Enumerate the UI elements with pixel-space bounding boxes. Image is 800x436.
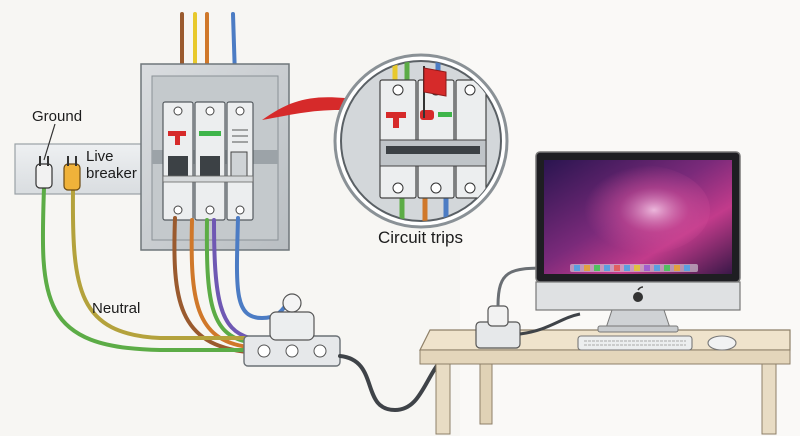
callout-pointer <box>262 97 345 120</box>
zoom-callout-icon <box>333 53 509 229</box>
power-strip-icon <box>243 293 341 367</box>
imac-icon <box>535 151 741 333</box>
live-label-line2: breaker <box>86 165 137 182</box>
circuit-trips-label: Circuit trips <box>378 228 464 247</box>
ground-pointer <box>43 123 56 161</box>
live-label-line1: Live <box>86 148 114 165</box>
neutral-label: Neutral <box>92 300 141 317</box>
mouse-icon <box>707 335 737 351</box>
breaker-panel-icon <box>140 63 290 251</box>
trip-flag-icon <box>423 66 447 118</box>
live-breaker-label: Live breaker <box>86 148 137 182</box>
apple-logo-icon <box>633 286 644 302</box>
circuit-breaker-icon <box>162 101 254 221</box>
ground-live-wires <box>40 186 246 352</box>
plug-icon <box>35 156 81 191</box>
keyboard-icon <box>577 335 693 351</box>
ground-label: Ground <box>32 108 83 125</box>
